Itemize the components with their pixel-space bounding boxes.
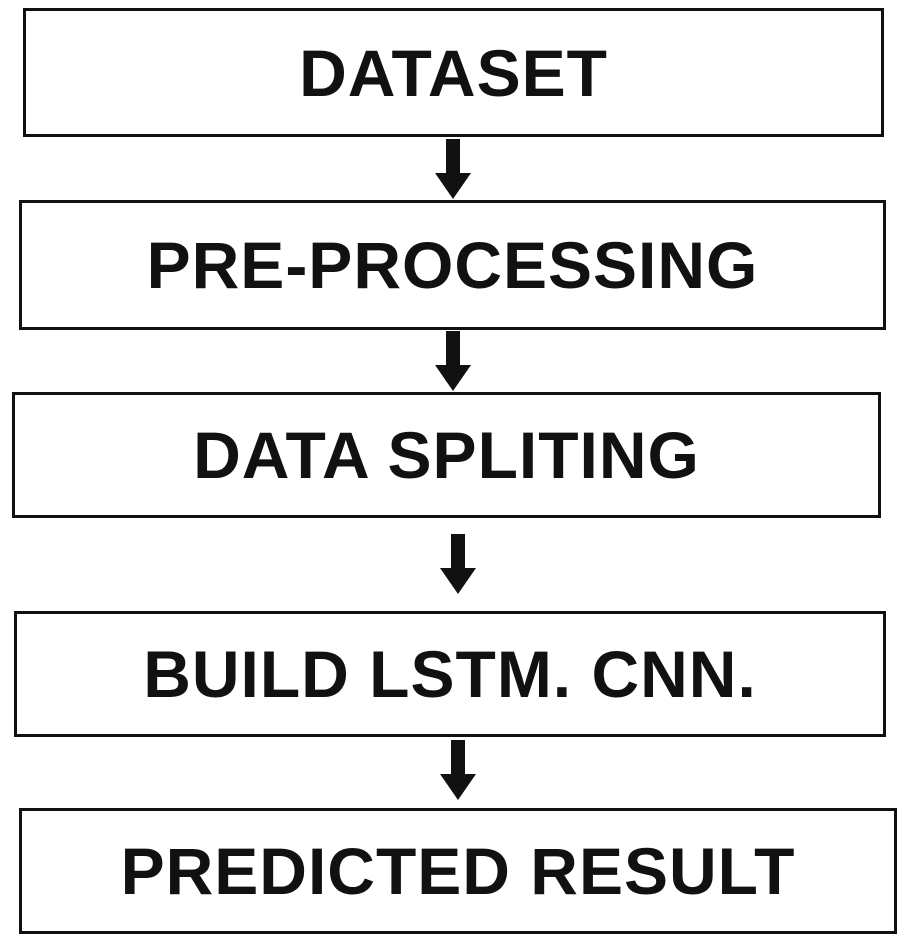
step-label-build-lstm-cnn: BUILD LSTM. CNN. — [143, 637, 757, 711]
step-box-predicted-result: PREDICTED RESULT — [19, 808, 897, 934]
step-label-data-spliting: DATA SPLITING — [193, 418, 700, 492]
down-arrow-icon — [440, 534, 476, 594]
step-box-dataset: DATASET — [23, 8, 884, 137]
step-label-pre-processing: PRE-PROCESSING — [146, 228, 759, 302]
step-label-predicted-result: PREDICTED RESULT — [120, 834, 796, 908]
down-arrow-icon — [435, 139, 471, 199]
step-box-data-spliting: DATA SPLITING — [12, 392, 881, 518]
down-arrow-icon — [435, 331, 471, 391]
step-box-pre-processing: PRE-PROCESSING — [19, 200, 886, 330]
down-arrow-icon — [440, 740, 476, 800]
step-box-build-lstm-cnn: BUILD LSTM. CNN. — [14, 611, 886, 737]
step-label-dataset: DATASET — [299, 35, 608, 110]
